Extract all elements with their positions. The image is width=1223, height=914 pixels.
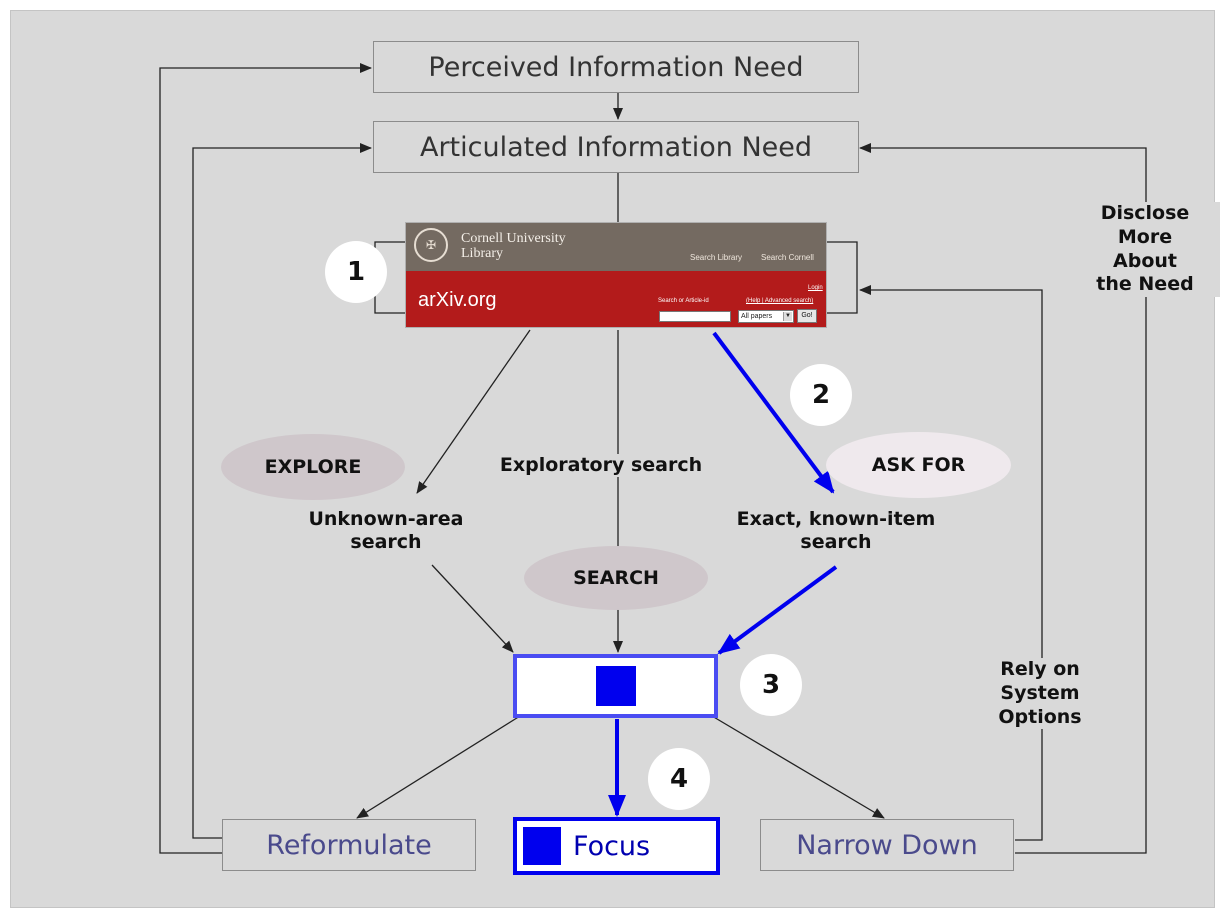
results-box (513, 654, 718, 718)
reformulate-box: Reformulate (222, 819, 476, 871)
search-oval: SEARCH (524, 546, 708, 610)
library-line-2: Library (461, 246, 503, 261)
library-line-1: Cornell University (461, 231, 566, 246)
step-4-marker: 4 (648, 748, 710, 810)
narrow-down-label: Narrow Down (796, 829, 978, 861)
bracket-right (827, 241, 858, 314)
step-3-marker: 3 (740, 654, 802, 716)
explore-oval: EXPLORE (221, 434, 405, 500)
focus-box: Focus (513, 817, 720, 875)
search-prompt: Search or Article-id (658, 298, 709, 304)
arxiv-screenshot: ✠ Cornell University Library Search Libr… (405, 222, 827, 328)
cornell-library-name: Cornell University Library (461, 231, 566, 261)
search-label: SEARCH (573, 567, 659, 589)
unknown-area-line-1: Unknown-area (308, 508, 464, 530)
search-input[interactable] (659, 311, 731, 322)
login-link[interactable]: Login (808, 285, 823, 291)
disclose-line-4: the Need (1096, 273, 1194, 296)
arrow-to-reformulate (356, 715, 521, 819)
step-2-marker: 2 (790, 364, 852, 426)
search-cornell-link[interactable]: Search Cornell (761, 253, 814, 262)
loop-reformulate-to-articulated (192, 143, 372, 839)
articulated-need-box: Articulated Information Need (373, 121, 859, 173)
step-1-marker: 1 (325, 241, 387, 303)
cornell-seal-icon: ✠ (414, 228, 448, 262)
help-links[interactable]: (Help | Advanced search) (746, 298, 814, 304)
go-button[interactable]: Go! (797, 309, 817, 323)
focus-square-icon (523, 827, 561, 865)
loop-narrow-to-search (859, 285, 1043, 841)
cornell-header: ✠ Cornell University Library Search Libr… (406, 223, 826, 271)
rely-line-1: Rely on (1000, 658, 1080, 680)
narrow-down-box: Narrow Down (760, 819, 1014, 871)
disclose-label: Disclose More About the Need (1070, 202, 1220, 297)
known-item-line-1: Exact, known-item (736, 508, 936, 530)
result-square-icon (595, 666, 636, 706)
focus-label: Focus (573, 830, 651, 862)
rely-line-2: System (1000, 681, 1080, 704)
blue-arrow-known-to-results (717, 565, 838, 655)
arxiv-logo[interactable]: arXiv.org (418, 289, 497, 311)
blue-arrow-to-known-item (712, 331, 835, 494)
ask-for-label: ASK FOR (871, 454, 966, 476)
disclose-line-1: Disclose (1100, 202, 1190, 224)
chevron-down-icon: ▼ (783, 312, 792, 321)
disclose-line-3: About (1113, 249, 1177, 272)
papers-select-value: All papers (741, 313, 773, 320)
ask-for-oval: ASK FOR (826, 432, 1011, 498)
arrow-unknown-to-results (431, 564, 514, 653)
rely-on-system-label: Rely on System Options (975, 658, 1105, 730)
disclose-line-2: More (1117, 225, 1173, 248)
known-item-label: Exact, known-item search (700, 508, 972, 554)
perceived-need-label: Perceived Information Need (428, 51, 804, 83)
unknown-area-line-2: search (350, 530, 422, 553)
arrow-to-narrow-down (711, 715, 885, 819)
exploratory-search-label: Exploratory search (472, 454, 730, 477)
papers-select[interactable]: All papers ▼ (738, 310, 794, 323)
perceived-need-box: Perceived Information Need (373, 41, 859, 93)
loop-reformulate-to-perceived (159, 63, 372, 854)
known-item-line-2: search (800, 530, 872, 553)
arrow-to-unknown-area (416, 329, 531, 494)
reformulate-label: Reformulate (266, 829, 432, 861)
articulated-need-label: Articulated Information Need (419, 131, 812, 163)
explore-label: EXPLORE (264, 456, 362, 478)
search-library-link[interactable]: Search Library (690, 253, 743, 262)
rely-line-3: Options (998, 705, 1082, 728)
unknown-area-label: Unknown-area search (291, 508, 481, 554)
loop-narrow-to-articulated (859, 143, 1147, 854)
